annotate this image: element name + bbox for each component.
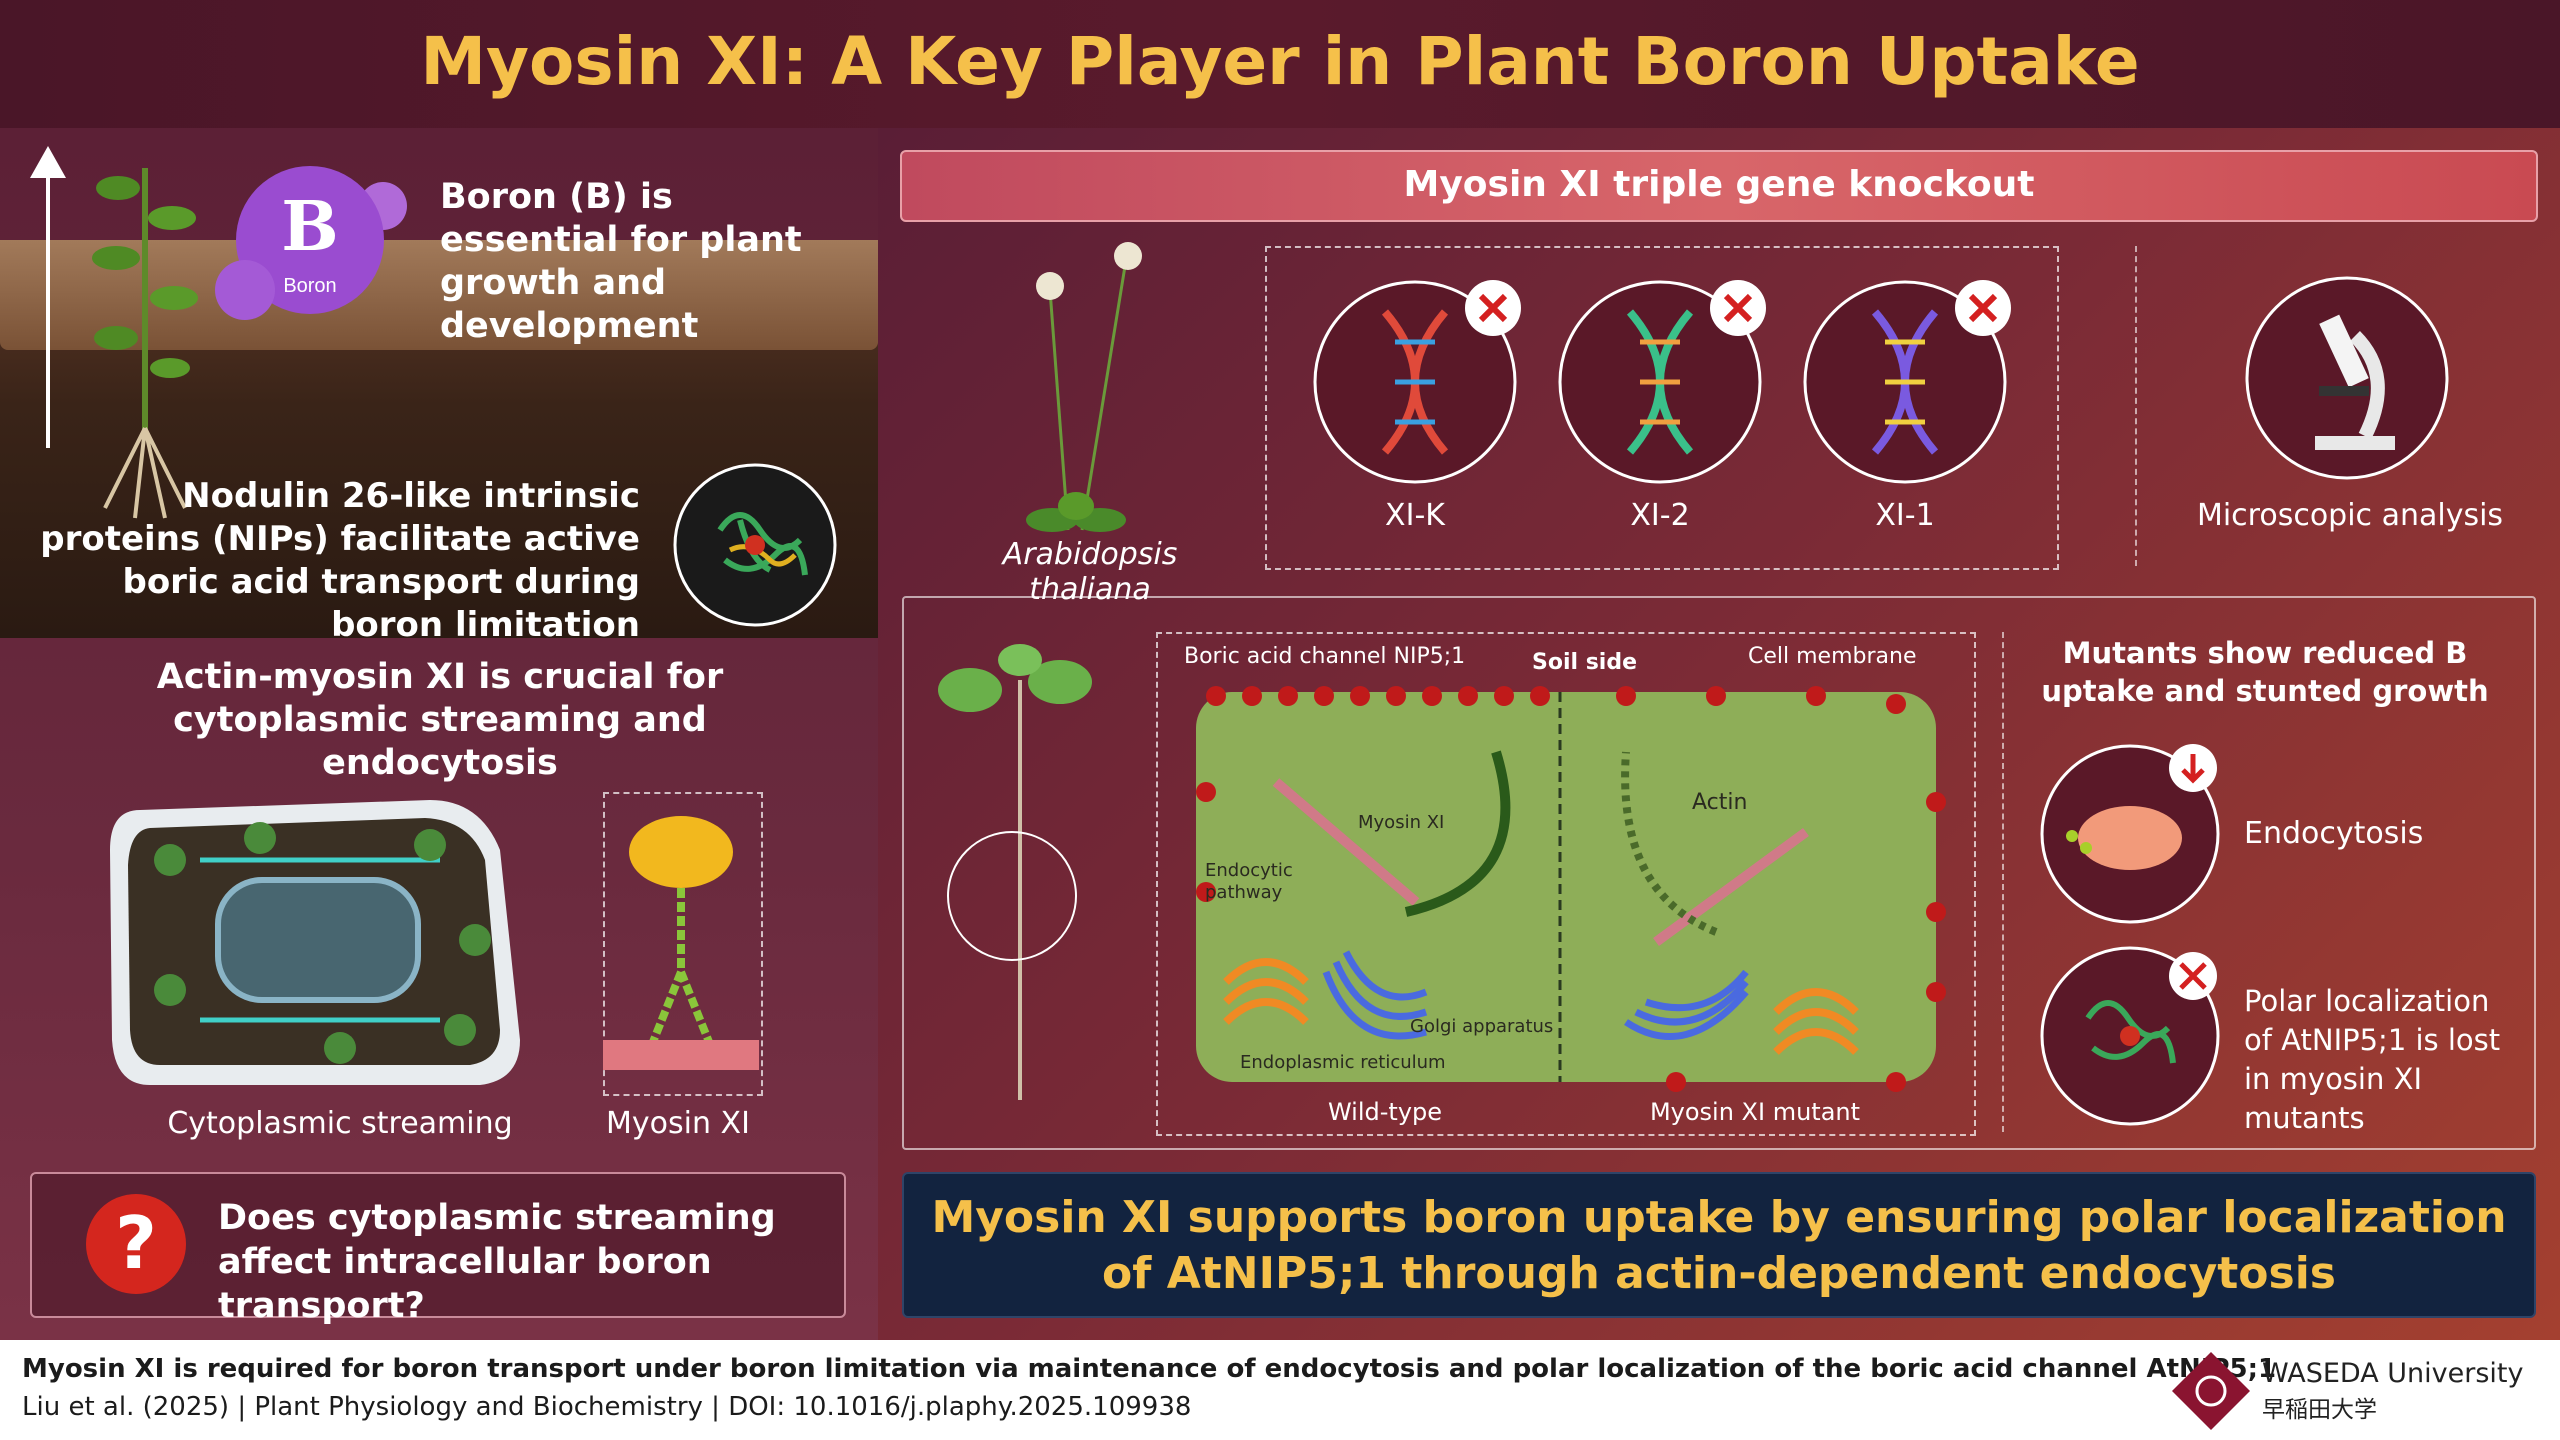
actin-filament-wt: [1272, 778, 1420, 906]
arabidopsis-icon: [1026, 242, 1142, 532]
label-actin: Actin: [1692, 790, 1748, 815]
label-mutant: Myosin XI mutant: [1649, 1098, 1861, 1126]
gene-label-xi-k: XI-K: [1385, 498, 1445, 533]
growth-arrow-head: [30, 146, 66, 178]
label-endocytosis: Endocytosis: [2244, 816, 2424, 851]
dna-icon-xi-1: [1803, 280, 2011, 484]
microscope-icon: [2245, 276, 2449, 480]
waseda-logo: [2172, 1352, 2250, 1430]
dna-icons: [1313, 280, 2011, 484]
label-boric-acid-channel: Boric acid channel NIP5;1: [1184, 644, 1466, 669]
knockout-title: Myosin XI triple gene knockout: [1403, 164, 2035, 205]
conclusion-text: Myosin XI supports boron uptake by ensur…: [931, 1192, 2507, 1299]
plant-icon: [92, 168, 198, 519]
header: [0, 0, 2560, 128]
actin-myosin-text: Actin-myosin XI is crucial for cytoplasm…: [156, 657, 724, 783]
question-icon: ?: [86, 1194, 186, 1294]
streaming-arrow-wt: [1404, 750, 1511, 917]
question-box: ? Does cytoplasmic streaming affect intr…: [30, 1172, 846, 1326]
polar-localization-icon: [2040, 946, 2220, 1126]
er-organelle: [1223, 958, 1859, 1055]
golgi-organelle: [1322, 950, 1749, 1040]
svg-text:B: B: [281, 187, 338, 267]
label-wild-type: Wild-type: [1327, 1098, 1443, 1126]
caption-myosin: Myosin XI: [606, 1106, 750, 1141]
label-myosin-xi: Myosin XI: [1358, 812, 1445, 833]
label-polar-localization: Polar localization of AtNIP5;1 is lost i…: [2244, 984, 2501, 1135]
divider-2: [2002, 632, 2004, 1132]
actin-filament-mutant: [1653, 827, 1809, 947]
dna-icon-xi-k: [1313, 280, 1521, 484]
knockout-gene-frame: [1265, 246, 2059, 570]
boron-essential-text: Boron (B) is essential for plant growth …: [440, 177, 802, 346]
label-soil-side: Soil side: [1532, 650, 1638, 675]
cell-diagram: [1196, 686, 1946, 1092]
university-name: WASEDA University: [2262, 1358, 2524, 1389]
page-title: Myosin XI: A Key Player in Plant Boron U…: [420, 23, 2140, 100]
microscopy-label: Microscopic analysis: [2196, 498, 2504, 533]
nip-protein-icon: [673, 463, 837, 627]
myosin-xi-icon: [603, 816, 759, 1070]
streaming-arrow-mutant: [1621, 751, 1718, 936]
nip-channels: [1196, 686, 1946, 1092]
label-golgi: Golgi apparatus: [1410, 1016, 1554, 1037]
dna-icon-xi-2: [1558, 280, 1766, 484]
conclusion-box: Myosin XI supports boron uptake by ensur…: [902, 1172, 2536, 1318]
myosin-inset-frame: [603, 792, 763, 1096]
svg-text:?: ?: [115, 1201, 157, 1285]
paper-title: Myosin XI is required for boron transpor…: [22, 1354, 2277, 1384]
knockout-bar: Myosin XI triple gene knockout: [900, 150, 2538, 222]
boron-atom-icon: B Boron: [215, 166, 407, 320]
label-cell-membrane: Cell membrane: [1748, 644, 1917, 669]
label-endocytic-pathway: Endocytic pathway: [1205, 860, 1293, 903]
mutants-heading: Mutants show reduced B uptake and stunte…: [2041, 636, 2489, 708]
footer: Myosin XI is required for boron transpor…: [0, 1340, 2560, 1440]
mutant-effect-icons: [2040, 744, 2220, 1126]
endocytosis-icon: [2040, 744, 2220, 924]
gene-label-xi-2: XI-2: [1630, 498, 1690, 533]
caption-streaming: Cytoplasmic streaming: [167, 1106, 513, 1141]
species-label: Arabidopsis thaliana: [1002, 537, 1178, 607]
plant-cell-illustration: [110, 800, 520, 1085]
university-name-jp: 早稲田大学: [2262, 1397, 2377, 1423]
seedling-icon: [938, 644, 1092, 1100]
svg-text:Boron: Boron: [283, 275, 336, 297]
cell-comparison-panel: [902, 596, 2536, 1150]
label-er: Endoplasmic reticulum: [1240, 1052, 1446, 1073]
cell-frame: [1156, 632, 1976, 1136]
plant-illustration: B Boron: [30, 146, 407, 519]
divider: [2135, 246, 2137, 566]
nip-text: Nodulin 26-like intrinsic proteins (NIPs…: [40, 476, 640, 645]
gene-label-xi-1: XI-1: [1875, 498, 1935, 533]
question-text: Does cytoplasmic streaming affect intrac…: [218, 1198, 776, 1326]
citation: Liu et al. (2025) | Plant Physiology and…: [22, 1392, 1192, 1422]
